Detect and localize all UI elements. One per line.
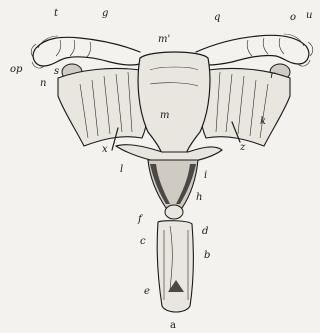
lower-canal <box>157 221 193 312</box>
label-x-left: x <box>102 144 108 155</box>
label-u: u <box>306 10 312 21</box>
left-broad-ligament <box>58 68 148 146</box>
label-b: b <box>204 250 210 261</box>
left-fallopian-tube <box>31 36 140 68</box>
label-m: m <box>160 110 169 121</box>
label-c: c <box>140 236 146 247</box>
label-t: t <box>54 8 59 19</box>
right-fallopian-tube <box>196 34 313 66</box>
right-broad-ligament <box>200 68 290 146</box>
uterus-body <box>138 52 210 154</box>
label-s: s <box>54 66 59 77</box>
label-e: e <box>144 286 150 297</box>
label-k: k <box>260 116 266 127</box>
label-q: q <box>214 12 220 23</box>
vagina <box>148 160 198 219</box>
label-m-prime: m' <box>158 34 170 45</box>
label-f: f <box>137 214 144 225</box>
label-o: o <box>290 12 296 23</box>
label-i: i <box>204 170 207 181</box>
label-a: a <box>170 320 176 331</box>
label-op: op <box>10 64 23 75</box>
label-h: h <box>196 192 202 203</box>
label-z: z <box>239 142 246 153</box>
label-d: d <box>202 226 208 237</box>
label-g-left: g <box>102 8 108 19</box>
label-l: l <box>120 164 123 175</box>
label-n: n <box>40 78 46 89</box>
